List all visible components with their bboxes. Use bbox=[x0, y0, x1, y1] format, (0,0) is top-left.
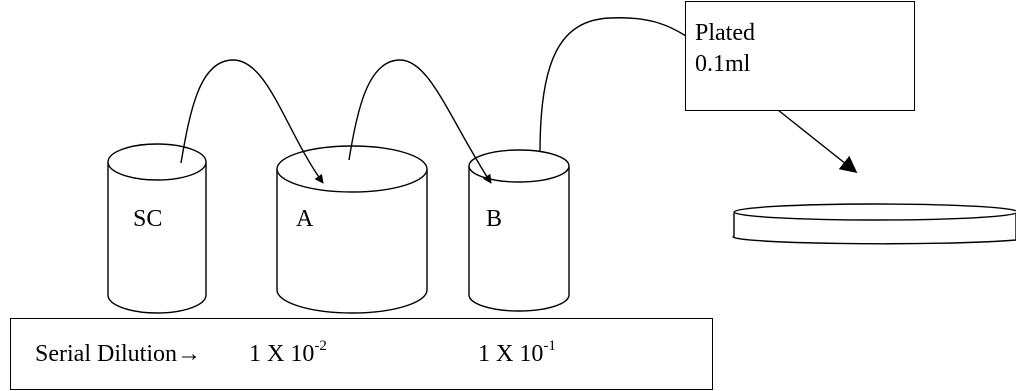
transfer-arrow-sc-to-a bbox=[180, 59, 324, 184]
container-b-label: B bbox=[486, 206, 502, 232]
transfer-arrow-a-to-b bbox=[348, 59, 492, 184]
container-sc: SC bbox=[107, 143, 207, 314]
plating-arrow bbox=[777, 109, 858, 174]
plated-note-line2: 0.1ml bbox=[695, 51, 751, 77]
plated-volume-note: Plated 0.1ml bbox=[685, 1, 915, 111]
plated-note-line1: Plated bbox=[695, 20, 755, 46]
dilution-value-a: 1 X 10-2 bbox=[249, 338, 327, 367]
container-sc-label: SC bbox=[133, 206, 162, 232]
container-a-label: A bbox=[296, 206, 314, 232]
right-arrow-icon: → bbox=[176, 341, 201, 367]
dilution-value-b: 1 X 10-1 bbox=[478, 338, 556, 367]
serial-dilution-legend: Serial Dilution→ 1 X 10-2 1 X 10-1 bbox=[10, 318, 713, 390]
petri-plate bbox=[732, 203, 1016, 245]
container-b: B bbox=[468, 149, 570, 312]
transfer-arrow-b-to-note bbox=[539, 17, 687, 153]
container-a: A bbox=[276, 145, 428, 314]
serial-dilution-label: Serial Dilution→ bbox=[35, 341, 201, 367]
